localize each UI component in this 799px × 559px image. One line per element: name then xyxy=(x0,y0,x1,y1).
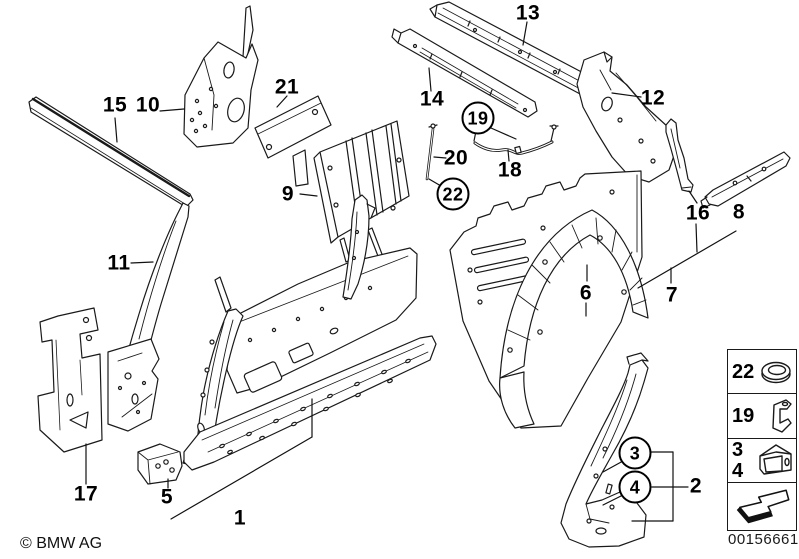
copyright-notice: © BMW AG xyxy=(20,535,103,552)
part-drawing-5[interactable] xyxy=(137,443,183,485)
part-drawing-20[interactable] xyxy=(425,123,438,181)
part-drawing-10[interactable] xyxy=(183,5,259,148)
legend-part-number: 19 xyxy=(732,404,755,427)
part-drawing-16[interactable] xyxy=(665,118,694,193)
callout-18[interactable]: 18 xyxy=(497,158,523,182)
callout-12[interactable]: 12 xyxy=(640,86,666,110)
part-drawing-9[interactable] xyxy=(313,120,410,265)
part-drawing-7[interactable] xyxy=(449,170,643,429)
leader-lines xyxy=(85,21,737,522)
callout-8[interactable]: 8 xyxy=(732,200,746,224)
callout-2[interactable]: 2 xyxy=(689,474,703,498)
clip-icon xyxy=(764,397,794,435)
legend-row-direction[interactable] xyxy=(728,483,796,530)
legend-part-number: 3 xyxy=(732,438,744,461)
part-drawing-11[interactable] xyxy=(107,202,190,432)
part-drawing-6[interactable] xyxy=(499,209,649,429)
legend-part-number: 22 xyxy=(732,360,755,383)
callout-21[interactable]: 21 xyxy=(274,75,300,99)
callout-7[interactable]: 7 xyxy=(665,283,679,307)
callout-11[interactable]: 11 xyxy=(107,251,131,275)
callout-9[interactable]: 9 xyxy=(281,182,295,206)
legend-part-number: 4 xyxy=(732,459,744,482)
callout-1[interactable]: 1 xyxy=(233,506,247,530)
callout-3[interactable]: 3 xyxy=(618,436,652,470)
part-drawing-17[interactable] xyxy=(37,307,103,453)
part-drawing-14[interactable] xyxy=(391,28,538,118)
part-drawing-8[interactable] xyxy=(700,151,791,209)
part-drawing-1[interactable] xyxy=(182,194,437,471)
callout-19[interactable]: 19 xyxy=(461,101,495,135)
callout-16[interactable]: 16 xyxy=(685,201,711,225)
housing-icon xyxy=(754,441,794,479)
legend-row-grommet[interactable]: 22 xyxy=(728,350,796,395)
callout-22[interactable]: 22 xyxy=(436,177,470,211)
callout-6[interactable]: 6 xyxy=(579,281,593,305)
document-number: 00156661 xyxy=(728,531,799,548)
callout-17[interactable]: 17 xyxy=(73,482,99,506)
part-drawing-13[interactable] xyxy=(429,1,595,97)
legend-box: 22 19 3 4 xyxy=(727,349,797,531)
legend-row-housing[interactable]: 3 4 xyxy=(728,439,796,483)
callout-14[interactable]: 14 xyxy=(419,87,445,111)
callout-10[interactable]: 10 xyxy=(135,93,161,117)
part-drawing-15[interactable] xyxy=(28,96,194,208)
callout-4[interactable]: 4 xyxy=(618,470,652,504)
part-drawing-12[interactable] xyxy=(576,51,678,183)
direction-arrow-icon xyxy=(733,483,793,530)
callout-15[interactable]: 15 xyxy=(102,93,128,117)
callout-13[interactable]: 13 xyxy=(515,1,541,25)
legend-row-clip[interactable]: 19 xyxy=(728,394,796,439)
part-drawing-21[interactable] xyxy=(254,95,332,187)
callout-5[interactable]: 5 xyxy=(160,485,174,509)
grommet-icon xyxy=(758,357,794,387)
callout-20[interactable]: 20 xyxy=(443,146,469,170)
